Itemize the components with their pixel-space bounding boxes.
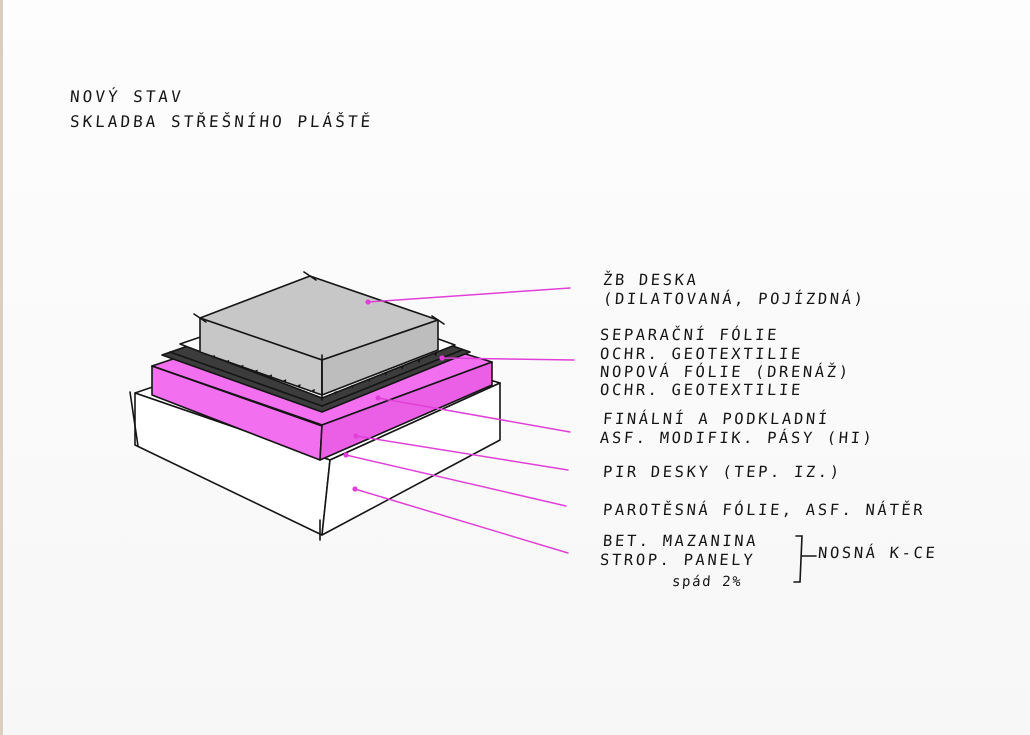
dimple-mark [226, 359, 230, 364]
leader-line-asf-pasy [377, 397, 571, 433]
dimple-mark [240, 364, 244, 369]
label-concrete-screed: BET. MAZANINA [602, 532, 759, 550]
label-vapour-barrier: PAROTĚSNÁ FÓLIE, ASF. NÁTĚR [602, 501, 926, 519]
label-final-membranes: FINÁLNÍ A PODKLADNÍ [602, 410, 831, 428]
slab-construction-line [303, 271, 317, 281]
geotextile-edge-line [169, 351, 323, 407]
base-structure-side [321, 382, 501, 536]
dimple-mark [400, 365, 404, 370]
title-new-state: NOVÝ STAV [69, 87, 185, 106]
label-ceiling-panels: STROP. PANELY [599, 551, 756, 569]
membrane-edge-line [151, 365, 323, 427]
label-asphalt-strips: ASF. MODIFIK. PÁSY (HI) [599, 429, 876, 447]
leader-line-beton [354, 488, 569, 554]
dimple-mark [434, 353, 437, 357]
base-construction-line [129, 391, 139, 447]
label-load-bearing-structure: NOSNÁ K-CE [817, 544, 938, 562]
pir-insulation-side [319, 361, 493, 461]
dimple-mark [417, 359, 421, 364]
dimple-mark [367, 378, 371, 383]
leader-dot [439, 355, 445, 361]
dimple-mark [334, 391, 337, 395]
dimple-mark [269, 374, 273, 379]
label-pir-boards: PIR DESKY (TEP. IZ.) [602, 463, 843, 481]
dimple-mark [254, 369, 258, 374]
label-zb-deska: ŽB DESKA [602, 271, 700, 289]
leader-dot [375, 395, 381, 401]
label-slope: spád 2% [671, 574, 743, 590]
dimple-mark [350, 384, 354, 389]
slab-construction-line [193, 313, 207, 323]
leader-dot [352, 486, 358, 492]
title-roof-composition: SKLADBA STŘEŠNÍHO PLÁŠTĚ [69, 112, 374, 131]
dimple-mark [283, 379, 287, 384]
leader-line-parotesna [345, 454, 567, 507]
leader-dot [353, 433, 359, 439]
leader-line-pir [355, 435, 569, 471]
dimple-mark [297, 384, 301, 389]
label-geotextile-2: OCHR. GEOTEXTILIE [599, 381, 804, 399]
geotextile-edge-line [321, 349, 463, 407]
paper-edge [0, 0, 3, 735]
dimple-mark [384, 372, 387, 376]
dimple-mark [212, 355, 215, 359]
label-zb-deska-note: (DILATOVANÁ, POJÍZDNÁ) [602, 290, 867, 308]
leader-line-separacni [441, 357, 575, 361]
label-separation-foil: SEPARAČNÍ FÓLIE [599, 326, 780, 344]
dimple-marks [212, 353, 437, 395]
leader-line-zb-deska [367, 287, 571, 303]
structure-bracket [793, 535, 803, 583]
slab-construction-line [431, 315, 445, 325]
dimple-mark [312, 389, 315, 393]
leader-dot [343, 452, 349, 458]
leader-dot [365, 299, 371, 305]
